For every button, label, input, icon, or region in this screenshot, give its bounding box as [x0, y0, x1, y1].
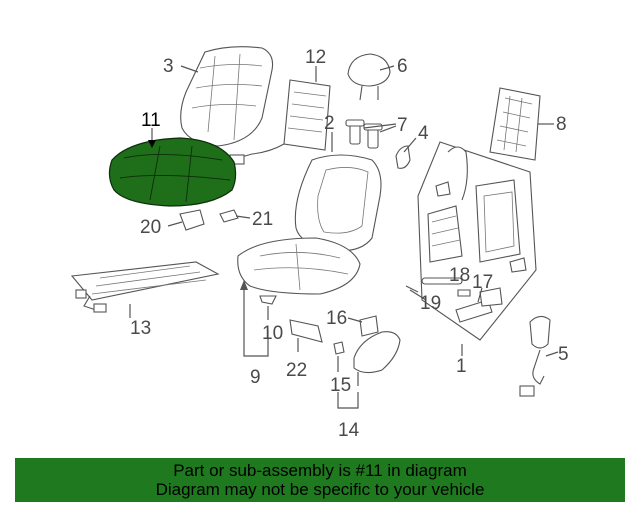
- side-cover-22[interactable]: [289, 319, 323, 343]
- label-18[interactable]: 18: [449, 265, 470, 286]
- leader-17: [477, 287, 483, 303]
- seat-back-pad[interactable]: [294, 154, 382, 252]
- rod-18[interactable]: [421, 277, 463, 285]
- label-14[interactable]: 14: [338, 420, 360, 441]
- label-2[interactable]: 2: [324, 113, 335, 134]
- leader-20: [167, 221, 183, 227]
- label-17[interactable]: 17: [472, 272, 493, 293]
- leader-6: [379, 65, 395, 71]
- seat-back-frame[interactable]: [489, 87, 541, 161]
- label-9[interactable]: 9: [250, 367, 261, 388]
- label-7[interactable]: 7: [397, 115, 408, 136]
- label-22[interactable]: 22: [286, 360, 307, 381]
- seat-back-cover[interactable]: [180, 46, 274, 147]
- banner-line-2: Diagram may not be specific to your vehi…: [155, 480, 485, 499]
- leader-11-arrow: [148, 140, 156, 148]
- label-19[interactable]: 19: [420, 293, 441, 314]
- bracket-20[interactable]: [179, 209, 205, 231]
- label-5[interactable]: 5: [558, 344, 569, 365]
- leader-21: [235, 215, 251, 219]
- seat-back-heater[interactable]: [229, 79, 331, 165]
- headrest-guides[interactable]: [345, 119, 383, 149]
- seat-cushion-pad[interactable]: [237, 237, 361, 295]
- leader-3: [180, 65, 199, 73]
- label-4[interactable]: 4: [418, 123, 429, 144]
- leader-7: [363, 123, 397, 133]
- leader-14: [337, 392, 359, 409]
- label-12[interactable]: 12: [305, 47, 326, 68]
- seat-sensor[interactable]: [519, 315, 551, 397]
- label-10[interactable]: 10: [262, 323, 283, 344]
- seat-frame-assembly[interactable]: [417, 141, 537, 341]
- rod-19[interactable]: [405, 285, 471, 297]
- label-16[interactable]: 16: [326, 308, 347, 329]
- seat-cushion-heater[interactable]: [70, 261, 220, 313]
- label-21[interactable]: 21: [252, 209, 273, 230]
- parts-diagram: 3 12 6 7 2 4 8: [70, 46, 569, 441]
- seat-cushion-cover-highlighted[interactable]: [108, 137, 237, 207]
- banner-line-1: Part or sub-assembly is #11 in diagram: [173, 461, 467, 480]
- leader-9: [243, 282, 269, 357]
- label-3[interactable]: 3: [163, 56, 174, 77]
- leader-19: [409, 289, 427, 301]
- bracket-16[interactable]: [359, 315, 379, 337]
- label-15[interactable]: 15: [330, 375, 351, 396]
- leader-15: [337, 356, 359, 386]
- leader-16: [347, 317, 363, 323]
- clip-10[interactable]: [259, 295, 277, 305]
- label-13[interactable]: 13: [130, 318, 151, 339]
- leader-4: [403, 137, 417, 153]
- label-11[interactable]: 11: [141, 110, 161, 131]
- info-banner: Part or sub-assembly is #11 in diagram D…: [15, 458, 625, 502]
- side-trim[interactable]: [333, 331, 401, 374]
- label-8[interactable]: 8: [556, 114, 567, 135]
- label-20[interactable]: 20: [140, 217, 161, 238]
- trim-clip[interactable]: [395, 145, 411, 169]
- clip-21[interactable]: [219, 209, 239, 223]
- leader-5: [545, 351, 559, 357]
- label-6[interactable]: 6: [397, 56, 408, 77]
- headrest[interactable]: [347, 53, 391, 101]
- leader-9-arrow: [240, 280, 248, 290]
- label-1[interactable]: 1: [456, 356, 467, 377]
